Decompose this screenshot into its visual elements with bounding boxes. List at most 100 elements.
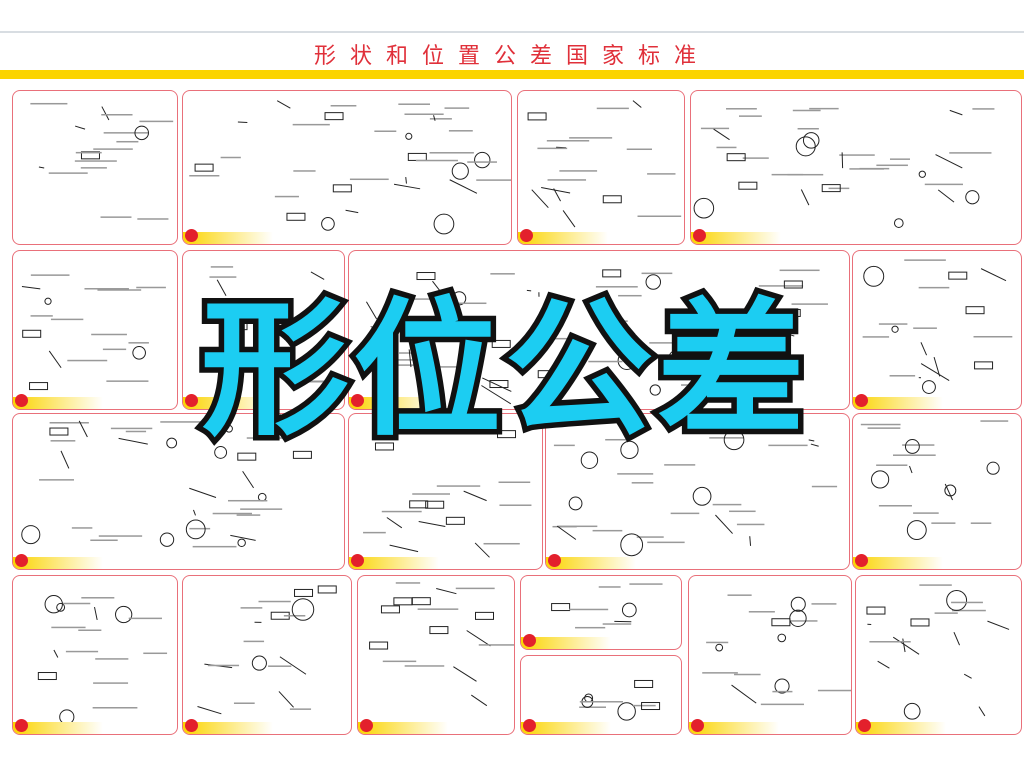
drawing-circle <box>132 345 146 360</box>
text-line <box>791 303 828 305</box>
drawing-line <box>902 638 906 653</box>
text-line <box>30 315 53 317</box>
panel-diagrams <box>551 583 663 629</box>
text-line <box>951 609 986 612</box>
text-line <box>748 611 775 613</box>
text-line <box>684 370 721 372</box>
drawing-line <box>433 115 436 121</box>
drawing-circle <box>214 445 228 459</box>
text-line <box>467 161 497 163</box>
text-line <box>455 587 495 590</box>
text-line <box>498 481 531 484</box>
text-line <box>647 541 685 544</box>
tolerance-panel <box>517 90 685 245</box>
drawing-circle <box>44 297 52 305</box>
text-line <box>429 152 474 154</box>
text-line <box>641 272 673 275</box>
tolerance-frame <box>214 301 234 310</box>
text-line <box>458 302 487 305</box>
panel-footer-strip <box>13 397 103 409</box>
drawing-line <box>78 420 88 438</box>
panel-diagrams <box>579 679 661 721</box>
text-line <box>860 423 901 426</box>
text-line <box>760 703 804 706</box>
text-line <box>30 274 70 276</box>
text-line <box>758 285 804 287</box>
drawing-circle <box>594 377 602 385</box>
text-line <box>596 107 629 110</box>
text-line <box>249 301 287 303</box>
drawing-circle <box>946 589 968 611</box>
text-line <box>91 333 127 336</box>
tolerance-frame <box>866 606 886 615</box>
text-line <box>210 266 234 268</box>
drawing-line <box>933 356 941 377</box>
tolerance-frame <box>634 679 654 688</box>
text-line <box>902 444 935 446</box>
text-line <box>709 437 744 439</box>
text-line <box>436 485 481 487</box>
text-line <box>65 650 99 653</box>
text-line <box>268 665 292 667</box>
tolerance-frame <box>49 427 69 436</box>
drawing-circle <box>405 132 413 140</box>
tolerance-frame <box>910 618 930 627</box>
drawing-line <box>463 490 487 502</box>
text-line <box>878 505 912 507</box>
tolerance-frame <box>380 605 400 614</box>
drawing-line <box>386 517 403 529</box>
tolerance-frame <box>292 450 312 459</box>
tolerance-frame <box>948 271 968 280</box>
tolerance-panel <box>690 90 1022 245</box>
text-line <box>398 103 431 105</box>
text-line <box>569 137 613 139</box>
tolerance-frame <box>726 153 746 162</box>
tolerance-panel <box>852 250 1022 410</box>
drawing-line <box>405 176 407 184</box>
drawing-line <box>632 100 642 108</box>
text-line <box>734 673 761 676</box>
text-line <box>292 381 325 383</box>
panel-diagrams <box>693 107 995 228</box>
text-line <box>913 327 937 329</box>
text-line <box>404 113 444 115</box>
text-line <box>30 102 68 105</box>
overlay-headline: 形位公差 <box>196 284 811 456</box>
drawing-circle <box>620 533 644 557</box>
text-line <box>758 427 785 430</box>
drawing-line <box>715 514 733 534</box>
tolerance-frame <box>409 500 429 509</box>
drawing-line <box>793 419 799 431</box>
drawing-circle <box>802 132 820 149</box>
text-line <box>362 359 394 362</box>
drawing-circle <box>617 351 637 371</box>
drawing-line <box>408 349 412 368</box>
tolerance-frame <box>551 603 571 612</box>
drawing-line <box>749 536 752 546</box>
text-line <box>729 510 756 513</box>
drawing-circle <box>792 354 801 363</box>
drawing-line <box>800 189 810 206</box>
drawing-line <box>242 471 255 489</box>
drawing-line <box>53 649 59 658</box>
tolerance-frame <box>783 280 803 289</box>
tolerance-frame <box>317 585 337 594</box>
text-line <box>78 629 102 631</box>
drawing-line <box>389 544 419 553</box>
tolerance-panel <box>182 575 352 735</box>
tolerance-panel <box>182 90 512 245</box>
text-line <box>48 172 88 174</box>
text-line <box>709 321 743 323</box>
tolerance-frame <box>374 442 394 451</box>
text-line <box>739 383 763 386</box>
tolerance-frame <box>738 181 758 190</box>
drawing-line <box>75 125 86 130</box>
text-line <box>143 652 168 655</box>
text-line <box>415 159 458 162</box>
drawing-line <box>474 542 490 558</box>
text-line <box>579 706 606 708</box>
text-line <box>559 170 598 172</box>
text-line <box>102 348 127 351</box>
text-line <box>429 118 452 120</box>
text-line <box>469 319 493 322</box>
